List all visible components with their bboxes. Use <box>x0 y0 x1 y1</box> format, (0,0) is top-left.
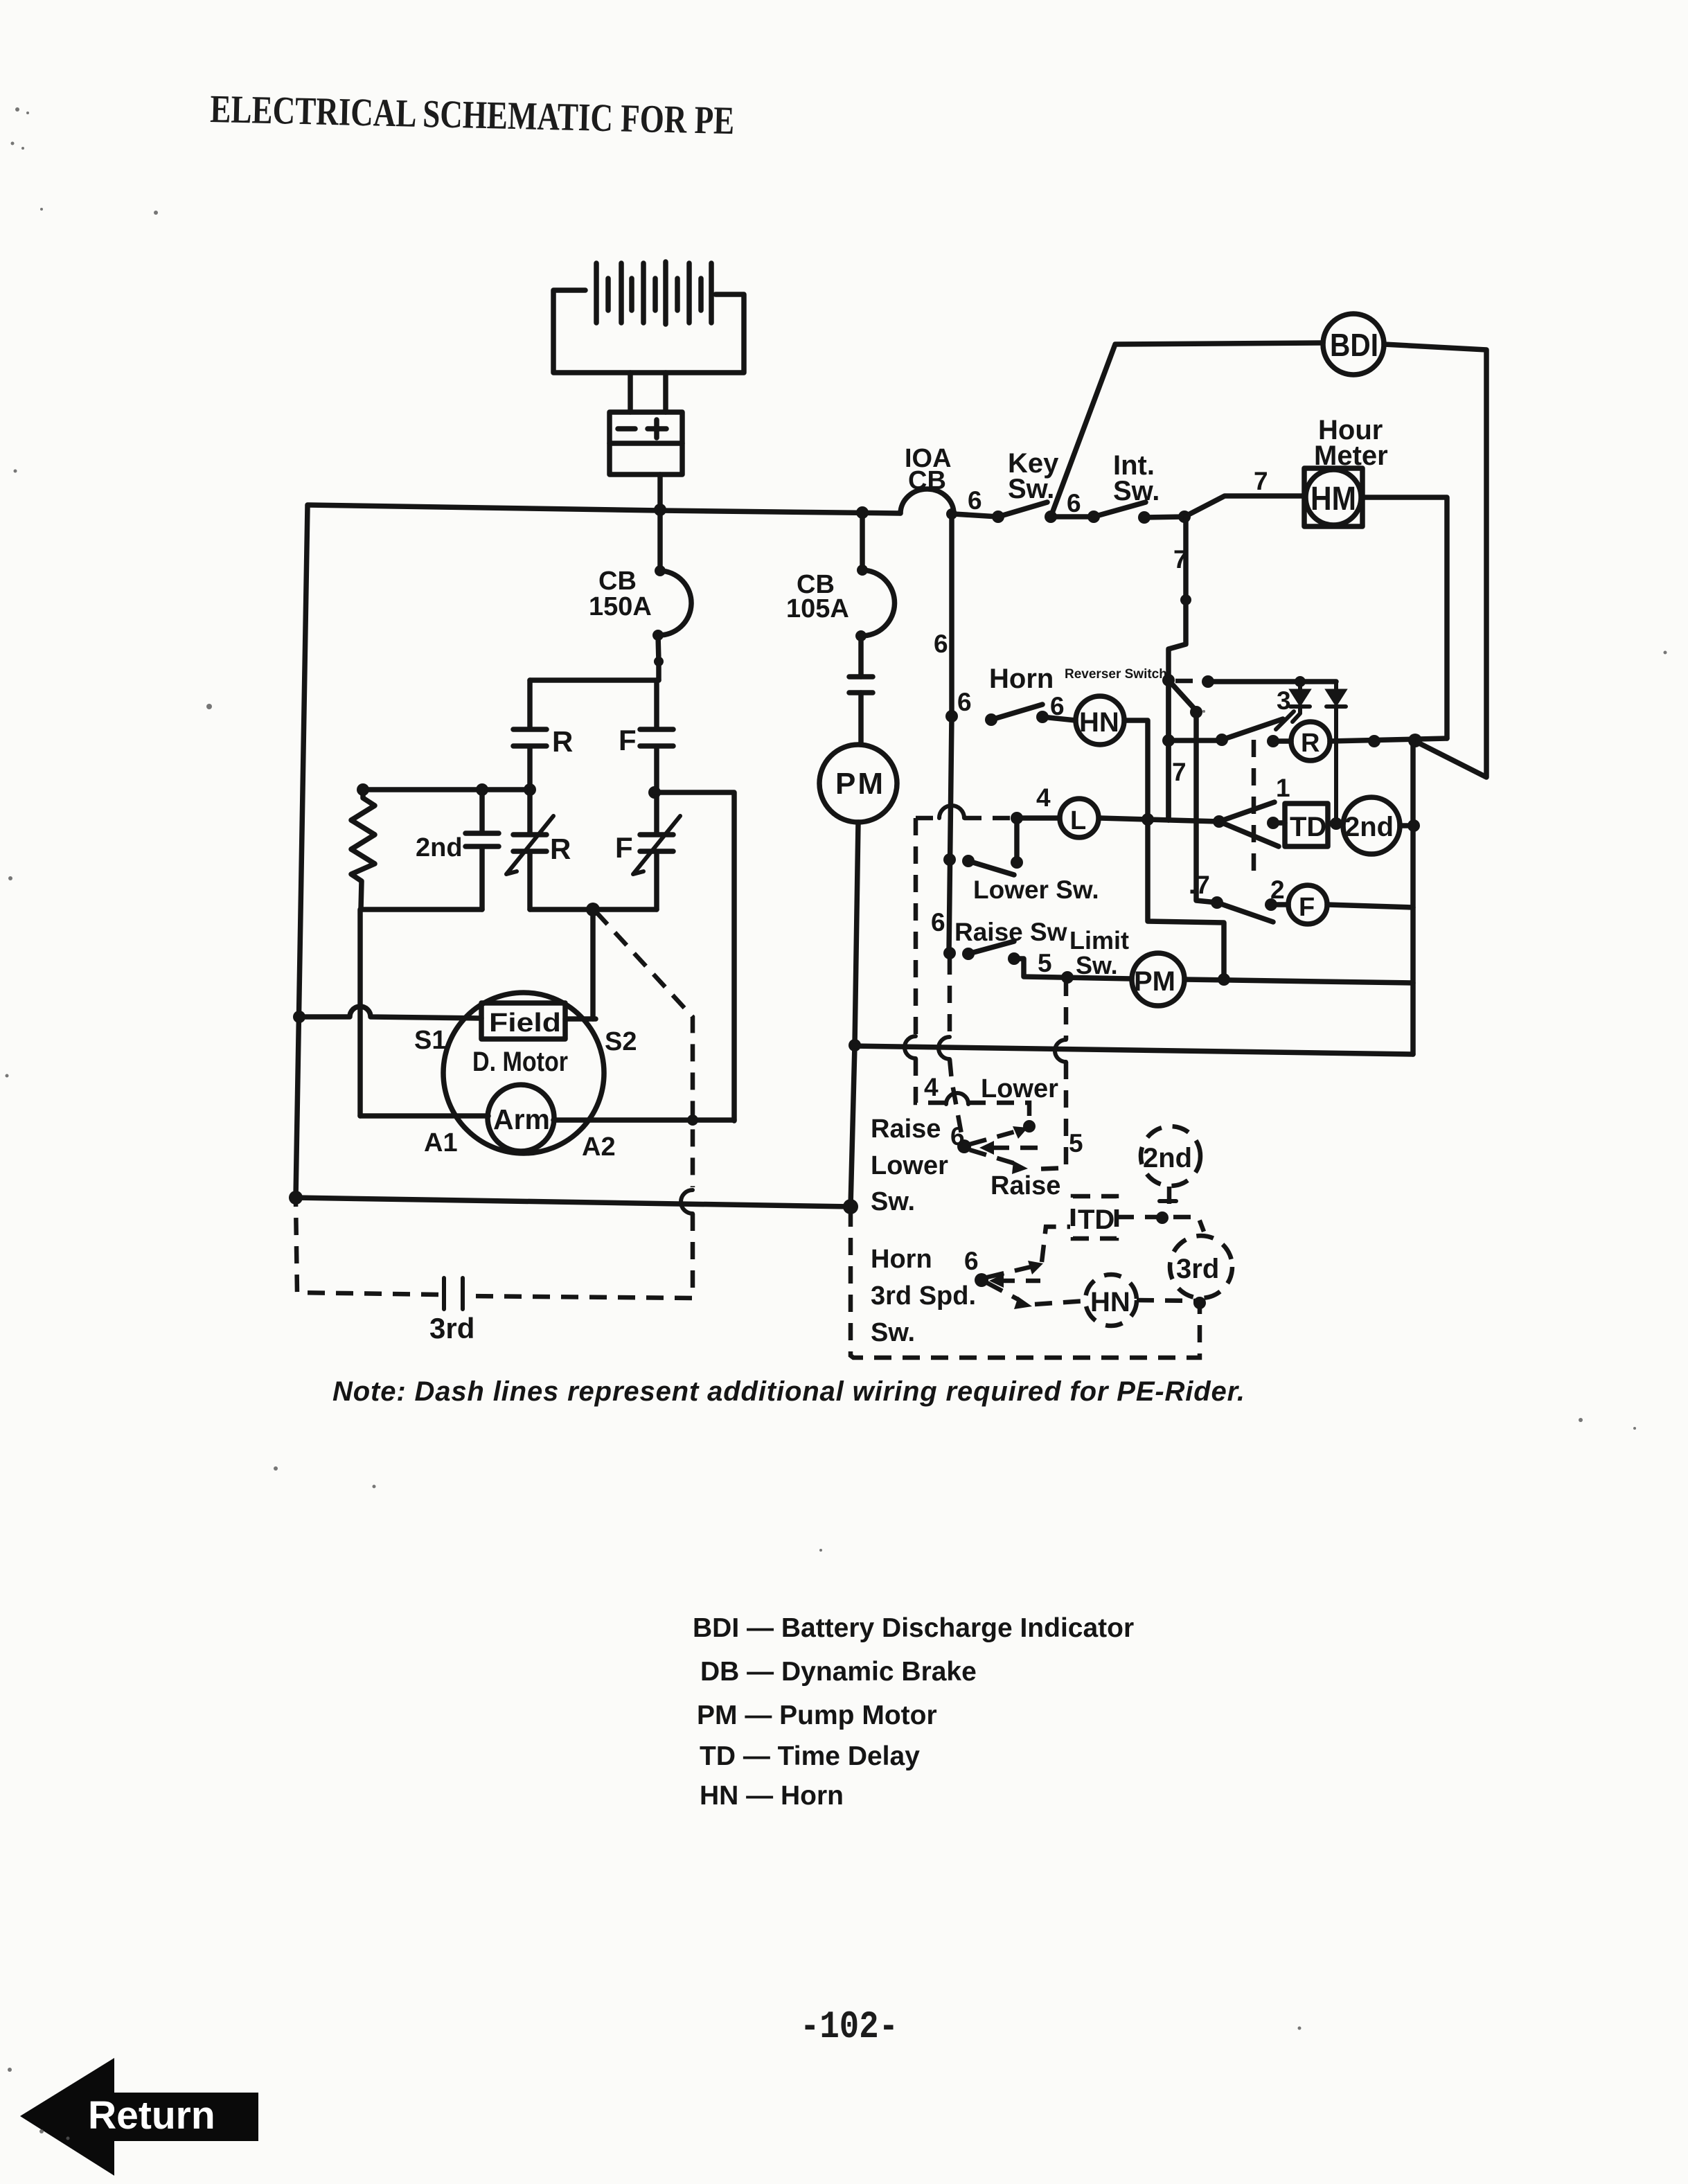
svg-text:HN: HN <box>1079 707 1119 738</box>
svg-text:F: F <box>619 724 637 756</box>
svg-text:Sw.: Sw. <box>1076 951 1118 979</box>
svg-text:PM — Pump Motor: PM — Pump Motor <box>697 1701 937 1730</box>
svg-text:HN — Horn: HN — Horn <box>700 1781 844 1811</box>
svg-text:-102-: -102- <box>800 2005 898 2049</box>
svg-text:6: 6 <box>968 486 982 515</box>
svg-text:6: 6 <box>1067 489 1081 517</box>
svg-text:R: R <box>552 725 573 758</box>
svg-text:5: 5 <box>1038 949 1052 977</box>
svg-text:3: 3 <box>1277 686 1291 715</box>
svg-text:PM: PM <box>1134 966 1175 997</box>
svg-text:2nd: 2nd <box>416 833 463 862</box>
svg-text:R: R <box>550 833 571 865</box>
svg-text:CB: CB <box>908 466 946 495</box>
svg-text:Raise: Raise <box>871 1115 941 1144</box>
svg-text:7: 7 <box>1173 545 1188 574</box>
svg-text:Lower: Lower <box>871 1151 948 1180</box>
svg-text:Int.: Int. <box>1113 450 1155 481</box>
svg-text:HN: HN <box>1090 1287 1130 1317</box>
svg-text:Field: Field <box>489 1009 561 1038</box>
svg-text:Sw.: Sw. <box>1113 476 1160 506</box>
svg-text:Return: Return <box>88 2093 215 2138</box>
svg-text:BDI: BDI <box>1330 327 1378 363</box>
svg-text:6: 6 <box>934 630 948 658</box>
svg-text:IOA: IOA <box>905 444 952 473</box>
svg-text:F: F <box>1299 893 1315 922</box>
svg-text:TD — Time Delay: TD — Time Delay <box>700 1741 920 1771</box>
svg-text:Raise Sw: Raise Sw <box>954 918 1067 946</box>
svg-text:Meter: Meter <box>1314 441 1388 471</box>
svg-text:S2: S2 <box>605 1027 637 1056</box>
svg-text:Note: Dash lines represent add: Note: Dash lines represent additional wi… <box>332 1376 1245 1407</box>
svg-text:A2: A2 <box>582 1133 616 1162</box>
svg-text:Arm: Arm <box>493 1103 550 1135</box>
svg-text:Lower Sw.: Lower Sw. <box>973 876 1099 904</box>
svg-text:CB: CB <box>598 567 637 596</box>
svg-text:Key: Key <box>1008 448 1059 479</box>
svg-text:3rd: 3rd <box>1176 1254 1219 1284</box>
svg-text:D. Motor: D. Motor <box>472 1047 568 1077</box>
svg-text:6: 6 <box>964 1247 979 1275</box>
svg-text:Sw.: Sw. <box>871 1187 915 1216</box>
svg-text:7: 7 <box>1172 758 1187 786</box>
svg-text:Sw.: Sw. <box>871 1318 915 1347</box>
svg-text:Reverser Switch: Reverser Switch <box>1065 667 1167 682</box>
svg-text:5: 5 <box>1069 1129 1083 1157</box>
svg-text:4: 4 <box>1036 783 1051 812</box>
svg-text:Raise: Raise <box>990 1171 1060 1200</box>
svg-text:Hour: Hour <box>1318 415 1383 445</box>
svg-text:TD: TD <box>1290 812 1326 842</box>
svg-text:6: 6 <box>950 1122 965 1151</box>
svg-text:7: 7 <box>1254 467 1268 495</box>
svg-text:150A: 150A <box>589 592 652 621</box>
svg-text:R: R <box>1301 729 1320 758</box>
svg-text:2nd: 2nd <box>1143 1143 1192 1173</box>
svg-text:2nd: 2nd <box>1344 812 1394 842</box>
svg-text:BDI — Battery Discharge Indica: BDI — Battery Discharge Indicator <box>693 1613 1134 1643</box>
svg-text:3rd Spd.: 3rd Spd. <box>871 1281 976 1311</box>
svg-text:A1: A1 <box>424 1128 458 1157</box>
svg-text:S1: S1 <box>414 1026 446 1055</box>
svg-text:Horn: Horn <box>871 1245 932 1274</box>
svg-text:4: 4 <box>924 1073 939 1101</box>
svg-text:2: 2 <box>1270 876 1285 904</box>
svg-text:PM: PM <box>835 767 885 801</box>
svg-text:Limit: Limit <box>1069 926 1129 955</box>
svg-text:HM: HM <box>1311 481 1356 517</box>
svg-text:L: L <box>1070 806 1086 835</box>
svg-text:6: 6 <box>957 688 972 716</box>
svg-text:CB: CB <box>797 570 835 599</box>
svg-text:6: 6 <box>1050 692 1065 720</box>
svg-text:TD: TD <box>1078 1205 1114 1235</box>
svg-text:3rd: 3rd <box>429 1312 474 1344</box>
svg-text:6: 6 <box>931 908 945 936</box>
svg-text:Sw.: Sw. <box>1008 474 1054 504</box>
svg-text:Horn: Horn <box>989 664 1054 694</box>
svg-text:F: F <box>615 831 633 864</box>
svg-text:DB — Dynamic Brake: DB — Dynamic Brake <box>700 1657 977 1687</box>
svg-text:1: 1 <box>1276 774 1290 802</box>
svg-text:.7: .7 <box>1189 871 1210 899</box>
svg-text:105A: 105A <box>786 594 849 623</box>
svg-text:Lower: Lower <box>981 1074 1058 1103</box>
